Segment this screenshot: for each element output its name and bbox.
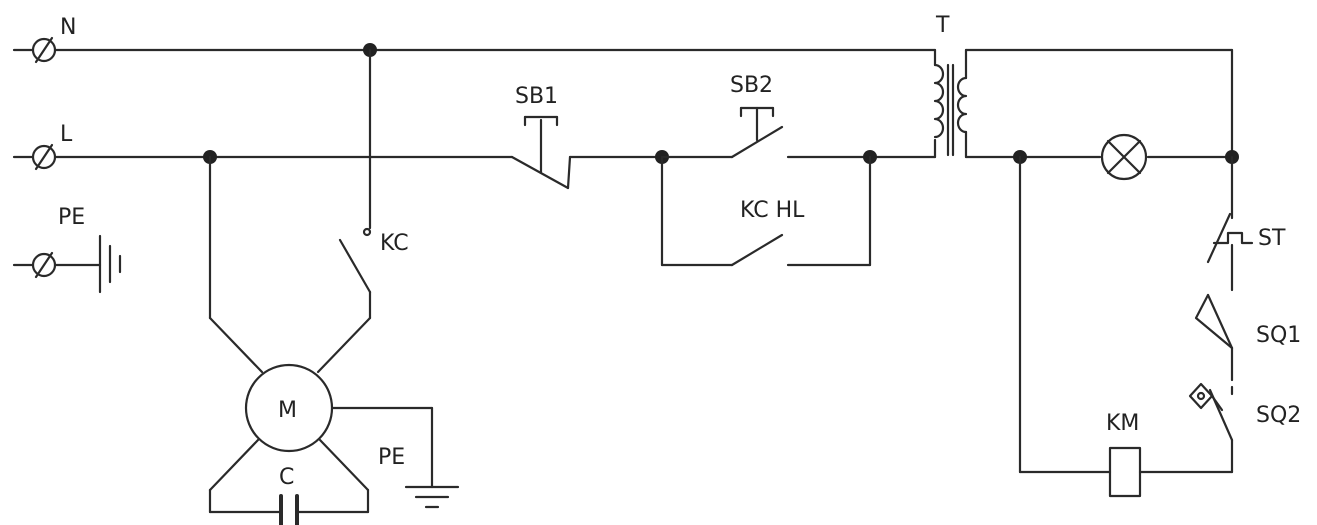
switch-sb2 bbox=[660, 106, 937, 159]
label-pe-top: PE bbox=[58, 205, 85, 230]
ground-symbol-top bbox=[53, 234, 122, 294]
lamp-icon bbox=[1100, 133, 1148, 181]
switch-sq1 bbox=[1194, 293, 1234, 382]
switch-sb1 bbox=[510, 115, 664, 190]
label-pe-motor: PE bbox=[378, 445, 405, 470]
label-kc: KC bbox=[380, 231, 409, 256]
switch-sq2 bbox=[1188, 382, 1234, 474]
label-n: N bbox=[60, 15, 76, 40]
terminal-pe bbox=[12, 251, 57, 279]
label-kc-hl: KC HL bbox=[740, 198, 805, 223]
wire-secondary bbox=[964, 48, 1234, 159]
label-c: C bbox=[279, 465, 294, 490]
switch-st bbox=[1206, 155, 1254, 292]
contact-kc bbox=[316, 48, 372, 374]
label-m: M bbox=[278, 398, 297, 423]
label-sb1: SB1 bbox=[515, 84, 558, 109]
label-sb2: SB2 bbox=[730, 73, 773, 98]
terminal-n bbox=[12, 36, 57, 64]
ground-symbol-motor bbox=[404, 485, 460, 509]
capacitor-c bbox=[279, 494, 299, 525]
transformer-t bbox=[933, 48, 968, 159]
coil-km bbox=[1018, 155, 1234, 498]
label-l: L bbox=[60, 122, 73, 147]
label-km: KM bbox=[1106, 411, 1139, 436]
label-sq1: SQ1 bbox=[1256, 323, 1301, 348]
label-t: T bbox=[935, 13, 950, 38]
label-sq2: SQ2 bbox=[1256, 403, 1301, 428]
contact-kc-hl bbox=[660, 155, 872, 267]
label-st: ST bbox=[1258, 226, 1286, 251]
motor-m bbox=[208, 155, 434, 514]
terminal-l bbox=[12, 143, 57, 171]
wire-n bbox=[53, 48, 937, 67]
